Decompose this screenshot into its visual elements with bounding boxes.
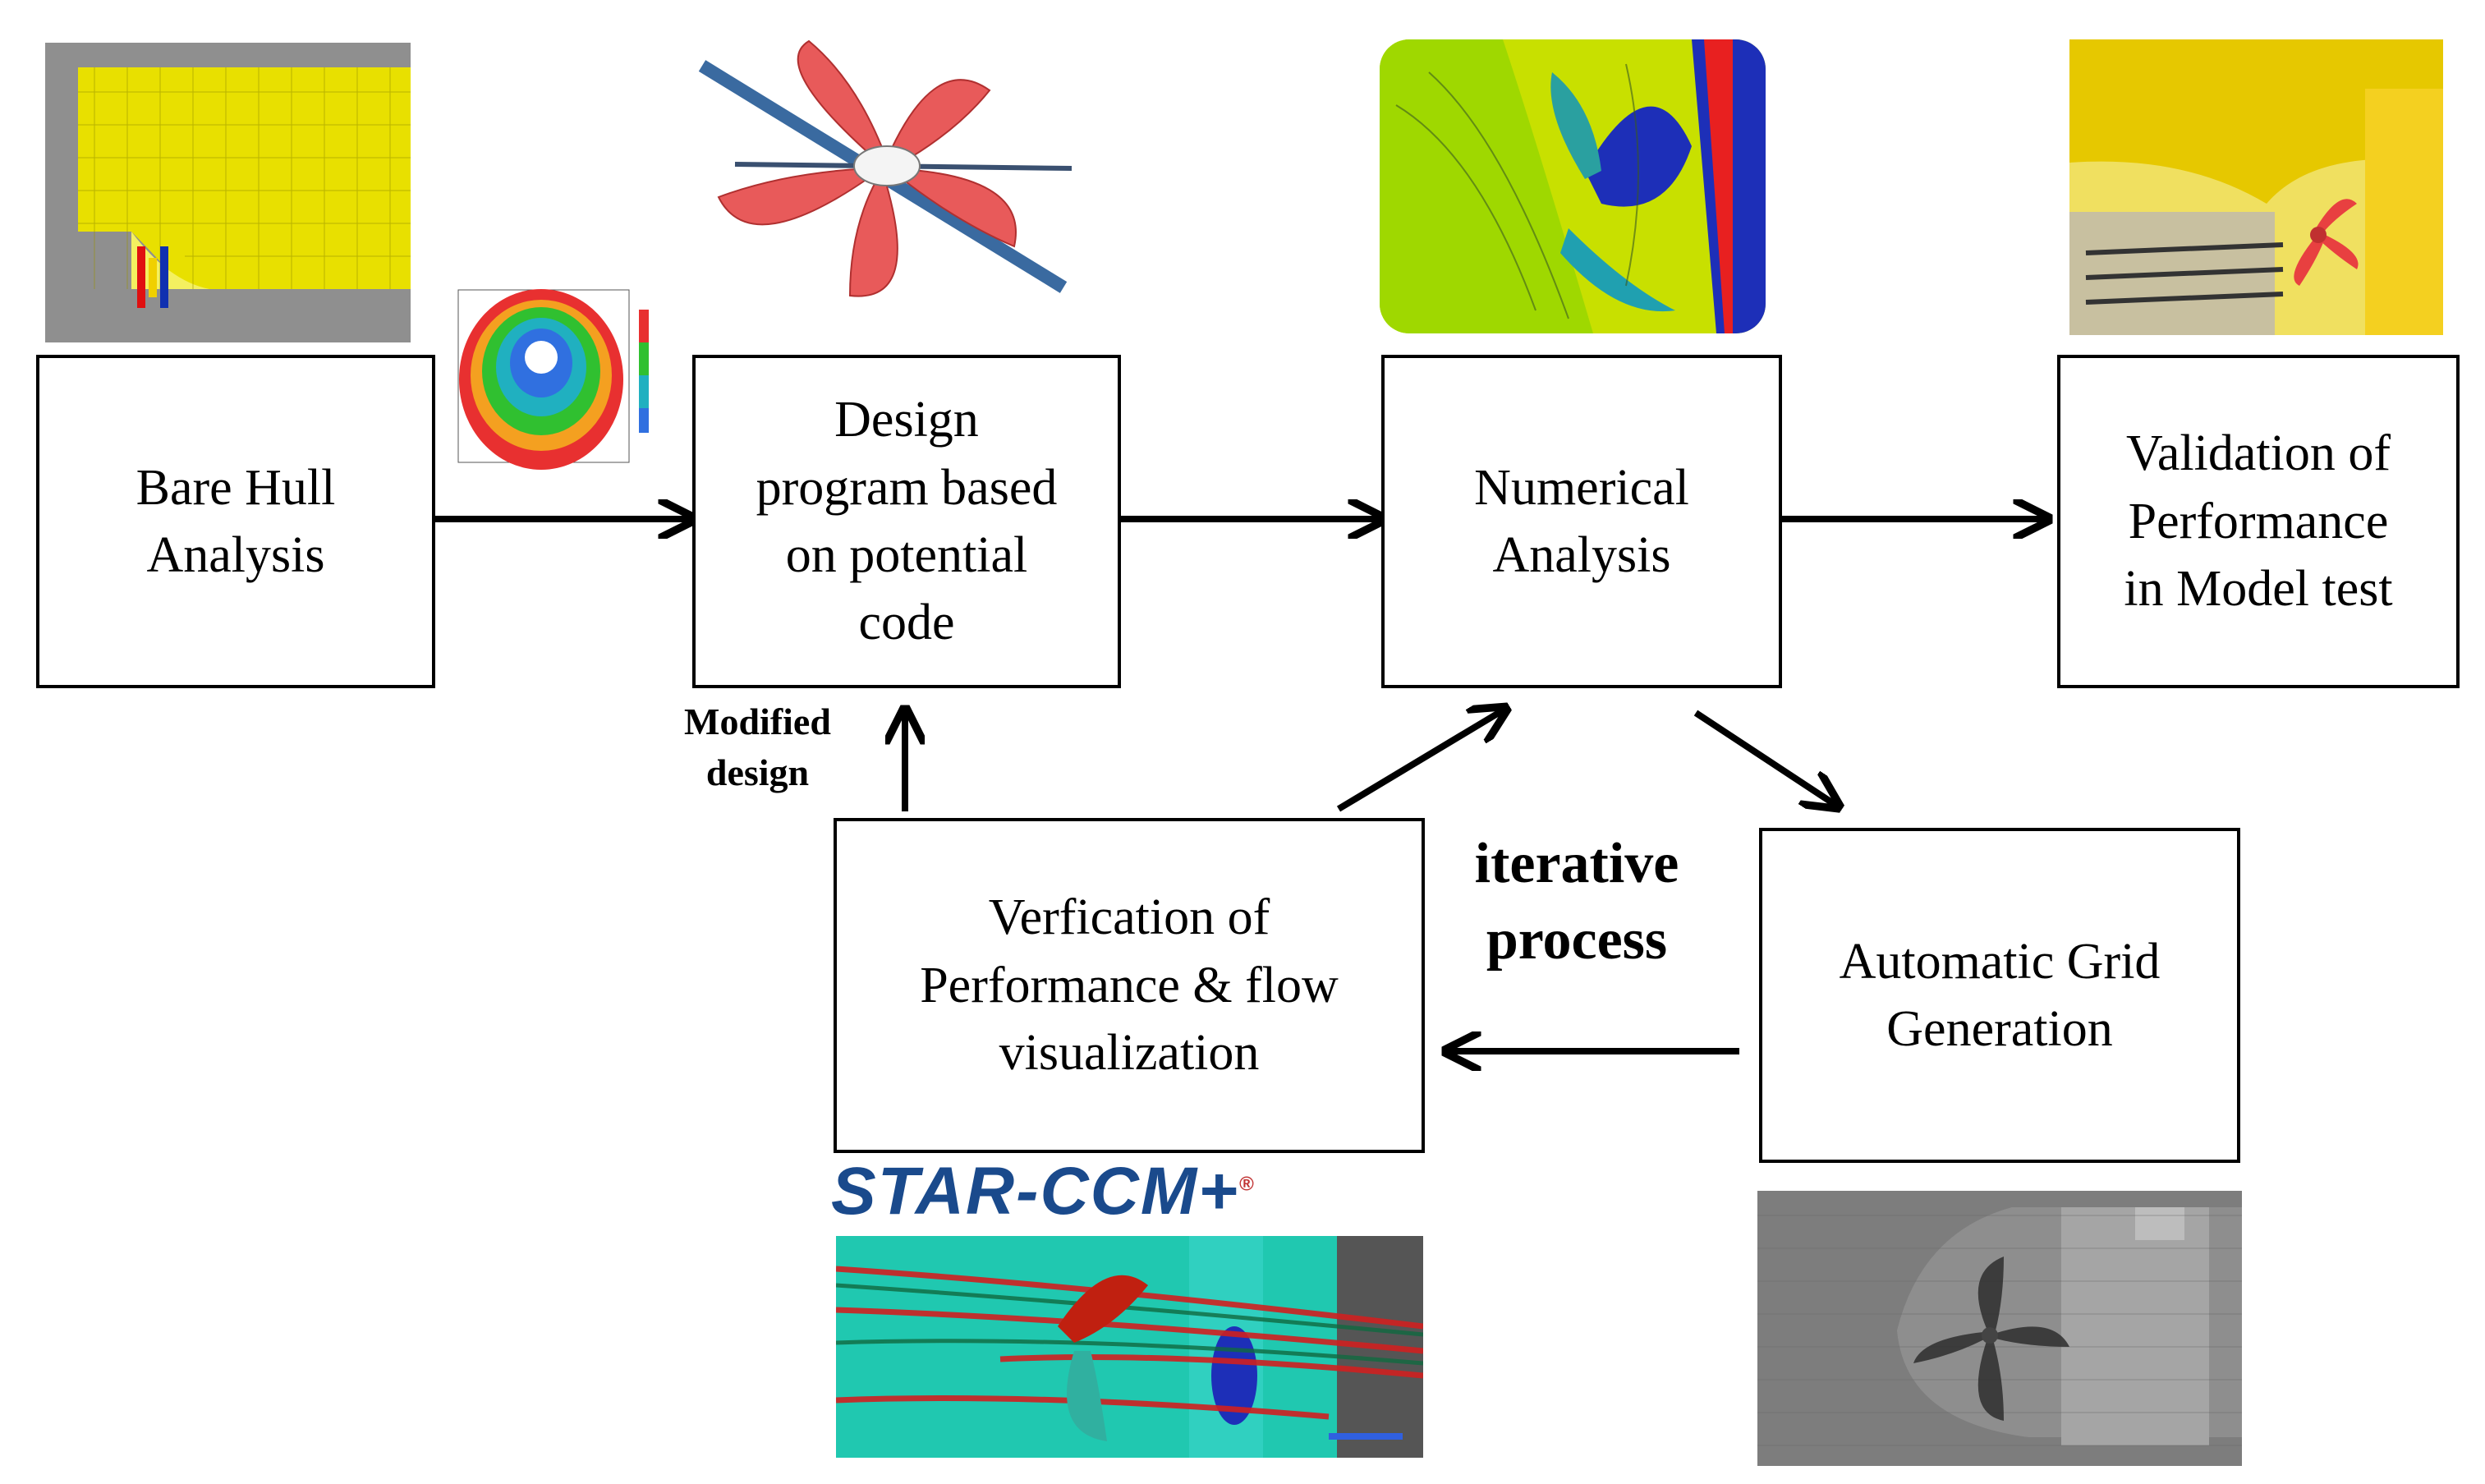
star-ccm-logo-text: STAR-CCM+ xyxy=(831,1154,1240,1229)
model-test-photo-image xyxy=(2069,39,2443,335)
flow-visualization-image xyxy=(836,1236,1423,1458)
iterative-process-label: iterative process xyxy=(1474,832,1679,972)
star-ccm-logo: STAR-CCM+® xyxy=(831,1158,1256,1225)
bare-hull-analysis-label: Bare Hull Analysis xyxy=(136,459,336,583)
design-program-label: Design program based on potential code xyxy=(756,392,1058,651)
numerical-analysis-box: Numerical Analysis xyxy=(1381,355,1782,688)
modified-design-label: Modified design xyxy=(684,701,831,794)
bare-hull-analysis-box: Bare Hull Analysis xyxy=(36,355,435,688)
arrow-numerical-to-grid xyxy=(1693,710,1835,805)
verification-box: Verfication of Performance & flow visual… xyxy=(834,818,1425,1153)
bare-hull-image xyxy=(45,43,411,342)
validation-label: Validation of Performance in Model test xyxy=(2124,425,2393,618)
verification-label: Verfication of Performance & flow visual… xyxy=(920,889,1339,1082)
wake-contour-plot-image xyxy=(448,277,664,478)
registered-mark: ® xyxy=(1239,1173,1256,1196)
numerical-cfd-image xyxy=(1380,39,1766,333)
numerical-analysis-label: Numerical Analysis xyxy=(1474,459,1689,583)
propeller-model-image xyxy=(686,33,1080,312)
arrow-verification-to-numerical xyxy=(1336,710,1503,812)
grid-mesh-image xyxy=(1757,1191,2242,1466)
design-program-box: Design program based on potential code xyxy=(692,355,1121,688)
validation-box: Validation of Performance in Model test xyxy=(2057,355,2460,688)
automatic-grid-generation-label: Automatic Grid Generation xyxy=(1839,933,2161,1057)
automatic-grid-generation-box: Automatic Grid Generation xyxy=(1759,828,2240,1163)
